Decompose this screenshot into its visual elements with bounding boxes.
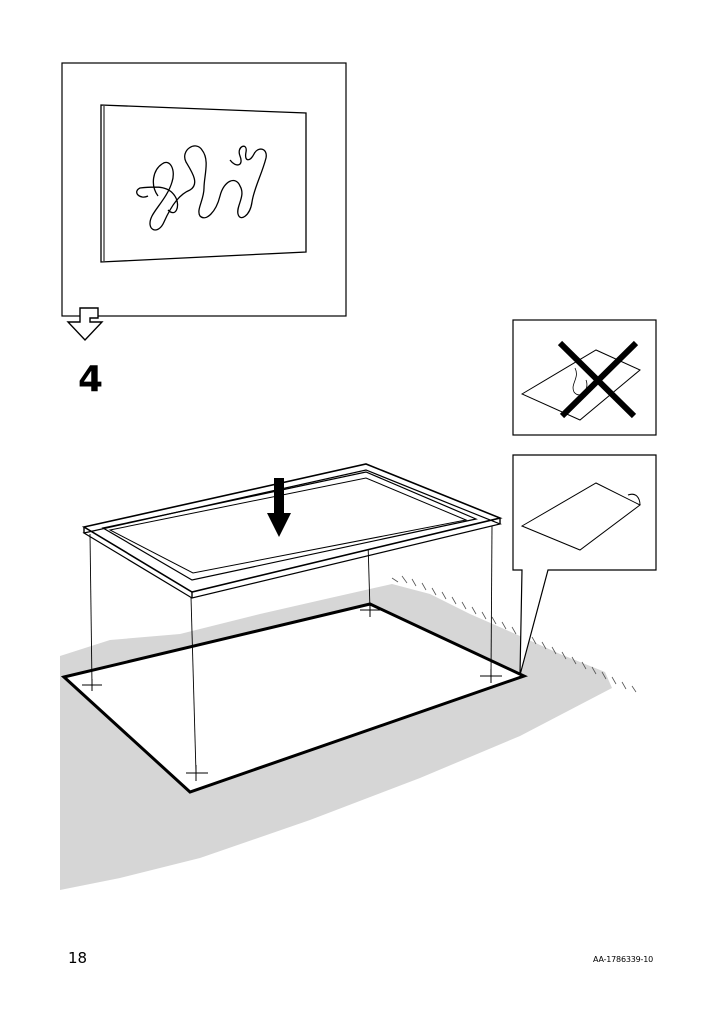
next-step-arrow-icon — [66, 307, 104, 342]
correct-flat-print-icon — [512, 454, 657, 676]
frame-lowering — [81, 463, 503, 599]
previous-step-frame — [61, 62, 347, 317]
artwork-squiggle — [136, 145, 267, 231]
press-down-arrow-icon — [267, 478, 291, 537]
step-number: 4 — [78, 359, 104, 400]
page-number: 18 — [68, 949, 88, 967]
document-code: AA-1786339-10 — [593, 955, 653, 964]
wrong-creased-print-icon — [512, 319, 657, 436]
